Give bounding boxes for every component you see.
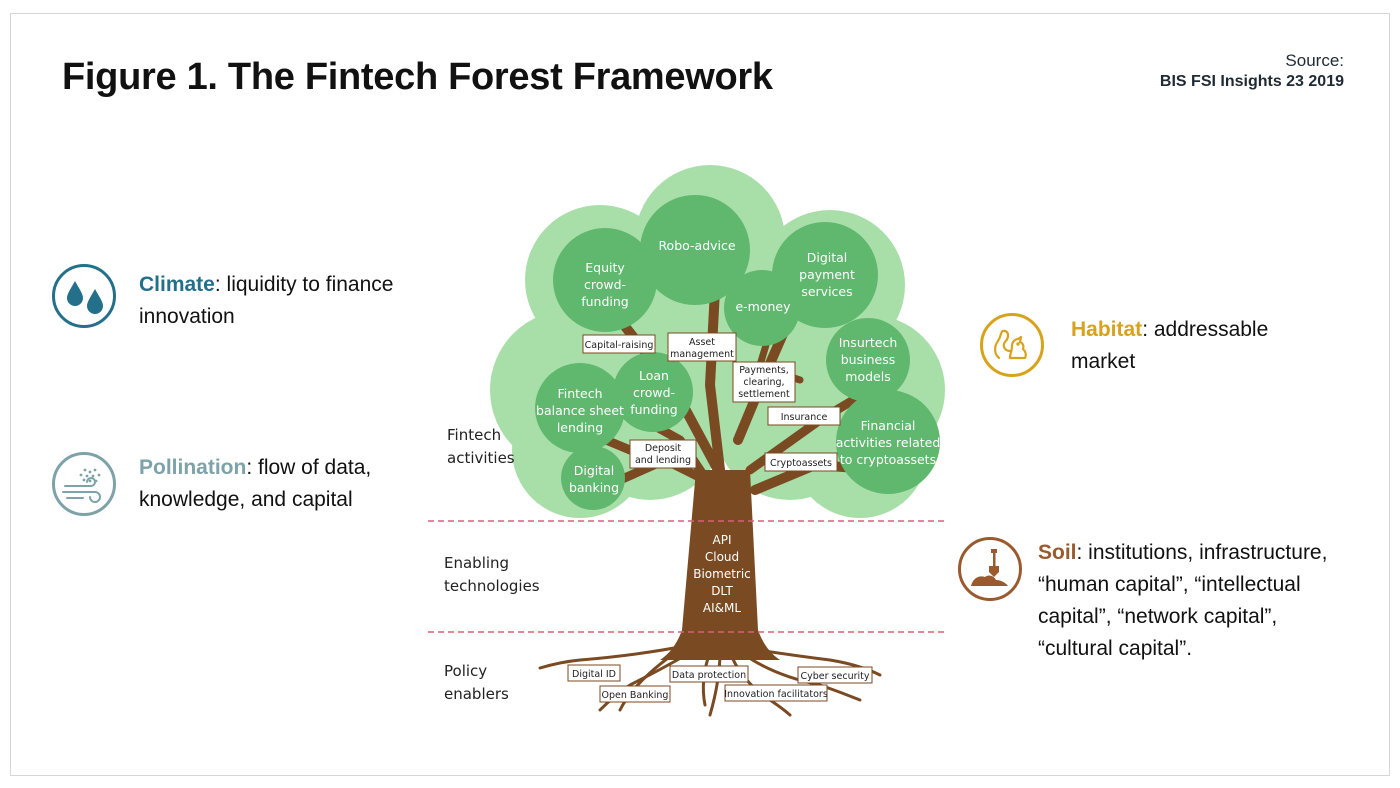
root-label-cyber-security: Cyber security (797, 666, 873, 684)
habitat-desc-2: market (1071, 350, 1136, 373)
pollination-name: Pollination (139, 456, 247, 479)
root-label-innovation-facilitators: Innovation facilitators (724, 684, 828, 702)
circle-e-money: e-money (735, 299, 791, 314)
svg-text:Open Banking: Open Banking (602, 690, 669, 701)
svg-text:Data protection: Data protection (672, 670, 746, 681)
tech-api: API (713, 533, 732, 547)
soil-desc-1: : institutions, infrastructure, (1076, 541, 1328, 564)
svg-text:Capital-raising: Capital-raising (585, 340, 654, 351)
branch-label-payments: Payments,clearing,settlement (732, 361, 796, 403)
pollination-desc-2: knowledge, and capital (139, 488, 353, 511)
root-label-open-banking: Open Banking (599, 685, 671, 703)
svg-text:Digital ID: Digital ID (572, 669, 616, 680)
habitat-name: Habitat (1071, 318, 1143, 341)
habitat-desc-1: : addressable (1142, 318, 1269, 341)
soil-desc-3: capital”, “network capital”, (1038, 605, 1278, 628)
soil-name: Soil (1038, 541, 1077, 564)
tech-cloud: Cloud (705, 550, 739, 564)
svg-text:Insurance: Insurance (781, 412, 828, 423)
source-note: Source: BIS FSI Insights 23 2019 (1160, 50, 1344, 92)
water-drops-icon (52, 264, 116, 328)
svg-text:Payments,clearing,settlement: Payments,clearing,settlement (738, 365, 790, 400)
root-label-data-protection: Data protection (669, 665, 749, 683)
activity-circles (535, 195, 940, 510)
climate-desc-2: innovation (139, 305, 235, 328)
branch-label-cryptoassets: Cryptoassets (764, 452, 838, 472)
branch-label-insurance: Insurance (767, 406, 841, 426)
climate-desc-1: : liquidity to finance (214, 273, 394, 296)
source-label: Source: (1285, 51, 1344, 70)
squirrel-icon (980, 313, 1044, 377)
svg-text:Cryptoassets: Cryptoassets (770, 458, 832, 469)
slide-frame (10, 13, 1390, 776)
svg-text:Cyber security: Cyber security (801, 671, 870, 682)
root-label-digital-id: Digital ID (567, 664, 621, 682)
tech-dlt: DLT (711, 584, 733, 598)
climate-name: Climate (139, 273, 215, 296)
circle-robo-advice: Robo-advice (658, 238, 735, 253)
svg-text:Innovation facilitators: Innovation facilitators (724, 689, 828, 700)
page-title: Figure 1. The Fintech Forest Framework (62, 56, 773, 98)
pollination-desc-1: : flow of data, (246, 456, 372, 479)
shovel-soil-icon (958, 537, 1022, 601)
branch-label-capital-raising: Capital-raising (582, 334, 656, 354)
soil-desc-4: “cultural capital”. (1038, 637, 1193, 660)
tech-biometric: Biometric (693, 567, 751, 581)
wind-pollen-icon (52, 452, 116, 516)
source-text: BIS FSI Insights 23 2019 (1159, 73, 1344, 90)
trunk-body (660, 470, 780, 660)
soil-desc-2: “human capital”, “intellectual (1038, 573, 1301, 596)
tech-ai-ml: AI&ML (703, 601, 741, 615)
